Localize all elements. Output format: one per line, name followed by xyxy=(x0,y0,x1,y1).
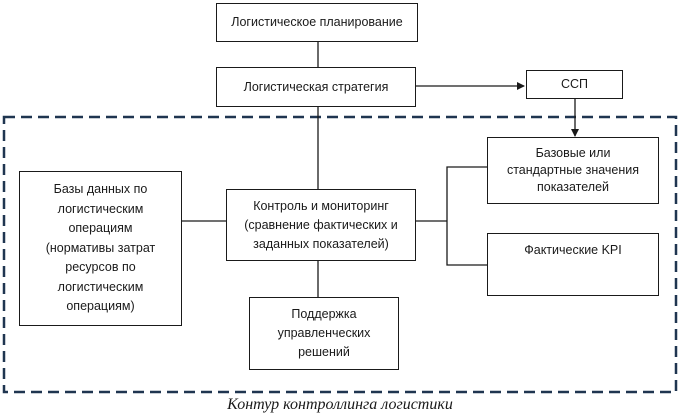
connector-bracket xyxy=(446,166,487,266)
node-decision-support-label: Поддержка управленческих решений xyxy=(277,307,371,359)
node-logistics-strategy-label: Логистическая стратегия xyxy=(243,79,389,94)
node-logistics-planning-label: Логистическое планирование xyxy=(231,15,403,29)
node-databases: Базы данных по логистическим операциям (… xyxy=(19,171,182,326)
controlling-contour xyxy=(2,115,678,394)
node-logistics-planning: Логистическое планирование xyxy=(216,3,418,42)
node-baseline-values-label: Базовые или стандартные значения показат… xyxy=(506,146,640,194)
node-control-monitoring: Контроль и мониторинг (сравнение фактиче… xyxy=(226,189,416,261)
node-ssp: ССП xyxy=(526,70,623,99)
node-actual-kpi-label: Фактические KPI xyxy=(524,243,622,257)
node-databases-label: Базы данных по логистическим операциям (… xyxy=(45,182,156,314)
node-control-monitoring-label: Контроль и мониторинг (сравнение фактиче… xyxy=(244,198,398,251)
node-baseline-values: Базовые или стандартные значения показат… xyxy=(487,137,659,204)
node-ssp-label: ССП xyxy=(560,77,589,91)
contour-caption: Контур контроллинга логистики xyxy=(227,396,453,413)
node-decision-support: Поддержка управленческих решений xyxy=(249,297,399,370)
node-actual-kpi: Фактические KPI xyxy=(487,233,659,296)
node-logistics-strategy: Логистическая стратегия xyxy=(216,67,416,107)
